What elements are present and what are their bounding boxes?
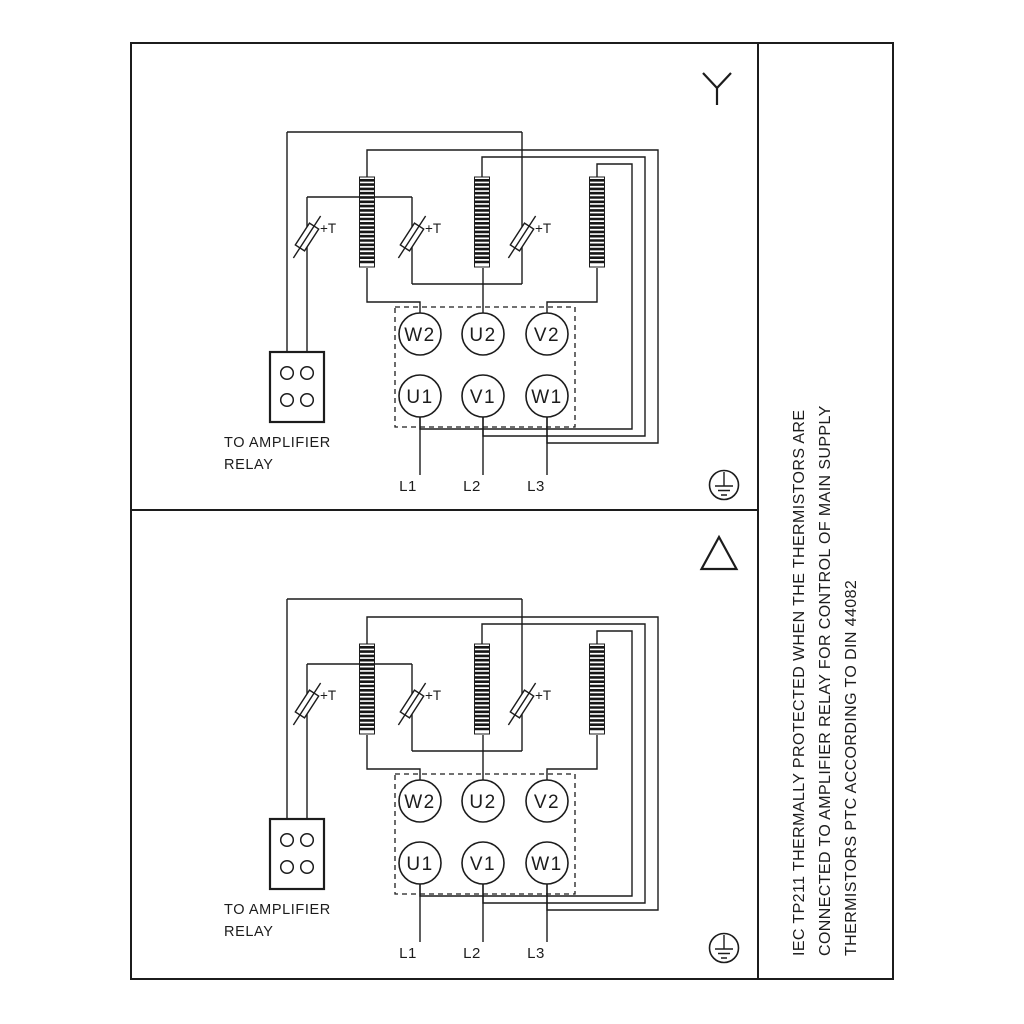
supply-line-l3-label: L3 — [527, 478, 545, 495]
note-line-3: THERMISTORS PTC ACCORDING TO DIN 44082 — [842, 579, 860, 956]
ptc-thermistor: +T — [397, 215, 441, 259]
terminal-u2 — [461, 312, 505, 356]
protective-earth-icon — [708, 469, 740, 501]
terminal-w1-label: W1 — [531, 854, 563, 875]
terminal-v1-label: V1 — [470, 387, 496, 408]
supply-line-l1-label: L1 — [399, 945, 417, 962]
stator-winding-coil — [474, 643, 490, 735]
thermal-protection-note: IEC TP211 THERMALLY PROTECTED WHEN THE T… — [787, 46, 865, 976]
ptc-thermistor: +T — [507, 215, 551, 259]
diagram-frame: +T +T +T W2 U2 V2 — [130, 42, 894, 980]
terminal-w2 — [398, 779, 442, 823]
stator-winding-coil — [474, 176, 490, 268]
stator-winding-coil — [589, 643, 605, 735]
relay-caption-line2: RELAY — [224, 924, 273, 940]
terminal-v2 — [525, 312, 569, 356]
stator-winding-coil — [359, 176, 375, 268]
terminal-u1 — [398, 374, 442, 418]
ptc-thermistor: +T — [507, 682, 551, 726]
supply-line-l3-label: L3 — [527, 945, 545, 962]
terminal-u1-label: U1 — [406, 387, 433, 408]
terminal-u1-label: U1 — [406, 854, 433, 875]
terminal-w2-label: W2 — [404, 792, 436, 813]
protective-earth-icon — [708, 932, 740, 964]
terminal-w2-label: W2 — [404, 325, 436, 346]
thermistor-label: +T — [320, 221, 336, 236]
terminal-board: W2 U2 V2 U1 V1 W1 — [394, 306, 576, 428]
terminal-v1 — [461, 374, 505, 418]
terminal-v2-label: V2 — [534, 792, 560, 813]
winding-wires — [366, 616, 659, 942]
supply-line-l1-label: L1 — [399, 478, 417, 495]
note-sidebar: IEC TP211 THERMALLY PROTECTED WHEN THE T… — [759, 44, 892, 978]
terminal-w2 — [398, 312, 442, 356]
terminal-v2-label: V2 — [534, 325, 560, 346]
amplifier-relay-connector — [268, 817, 326, 891]
ptc-thermistor: +T — [397, 682, 441, 726]
note-line-1: IEC TP211 THERMALLY PROTECTED WHEN THE T… — [790, 409, 808, 956]
stator-winding-coil — [359, 643, 375, 735]
stator-winding-coil — [589, 176, 605, 268]
ptc-thermistor: +T — [292, 682, 336, 726]
terminal-board-outline — [394, 773, 576, 895]
terminal-v1-label: V1 — [470, 854, 496, 875]
thermistor-label: +T — [535, 688, 551, 703]
relay-caption-line2: RELAY — [224, 457, 273, 473]
terminal-w1-label: W1 — [531, 387, 563, 408]
star-connection-icon — [702, 72, 732, 105]
terminal-board-outline — [394, 306, 576, 428]
supply-line-l2-label: L2 — [463, 478, 481, 495]
thermistor-label: +T — [535, 221, 551, 236]
winding-wires — [366, 149, 659, 475]
thermistor-label: +T — [425, 688, 441, 703]
supply-line-l2-label: L2 — [463, 945, 481, 962]
thermistor-label: +T — [320, 688, 336, 703]
terminal-u1 — [398, 841, 442, 885]
terminal-board: W2 U2 V2 U1 V1 W1 — [394, 773, 576, 895]
amplifier-relay-connector — [268, 350, 326, 424]
terminal-v2 — [525, 779, 569, 823]
delta-circuit-svg: +T +T +T W2 U2 V2 — [224, 534, 740, 964]
delta-connection-icon — [699, 534, 739, 571]
terminal-u2-label: U2 — [469, 325, 496, 346]
terminal-w1 — [525, 841, 569, 885]
ptc-thermistor: +T — [292, 215, 336, 259]
star-circuit-svg: +T +T +T W2 U2 V2 — [224, 72, 740, 501]
delta-wiring-panel: +T +T +T W2 U2 V2 — [132, 511, 757, 978]
terminal-u2 — [461, 779, 505, 823]
thermistor-label: +T — [425, 221, 441, 236]
terminal-u2-label: U2 — [469, 792, 496, 813]
wiring-panels-column: +T +T +T W2 U2 V2 — [132, 44, 759, 978]
terminal-w1 — [525, 374, 569, 418]
star-wiring-panel: +T +T +T W2 U2 V2 — [132, 44, 757, 511]
terminal-v1 — [461, 841, 505, 885]
note-line-2: CONNECTED TO AMPLIFIER RELAY FOR CONTROL… — [816, 405, 834, 956]
relay-caption-line1: TO AMPLIFIER — [224, 902, 331, 918]
relay-caption-line1: TO AMPLIFIER — [224, 435, 331, 451]
